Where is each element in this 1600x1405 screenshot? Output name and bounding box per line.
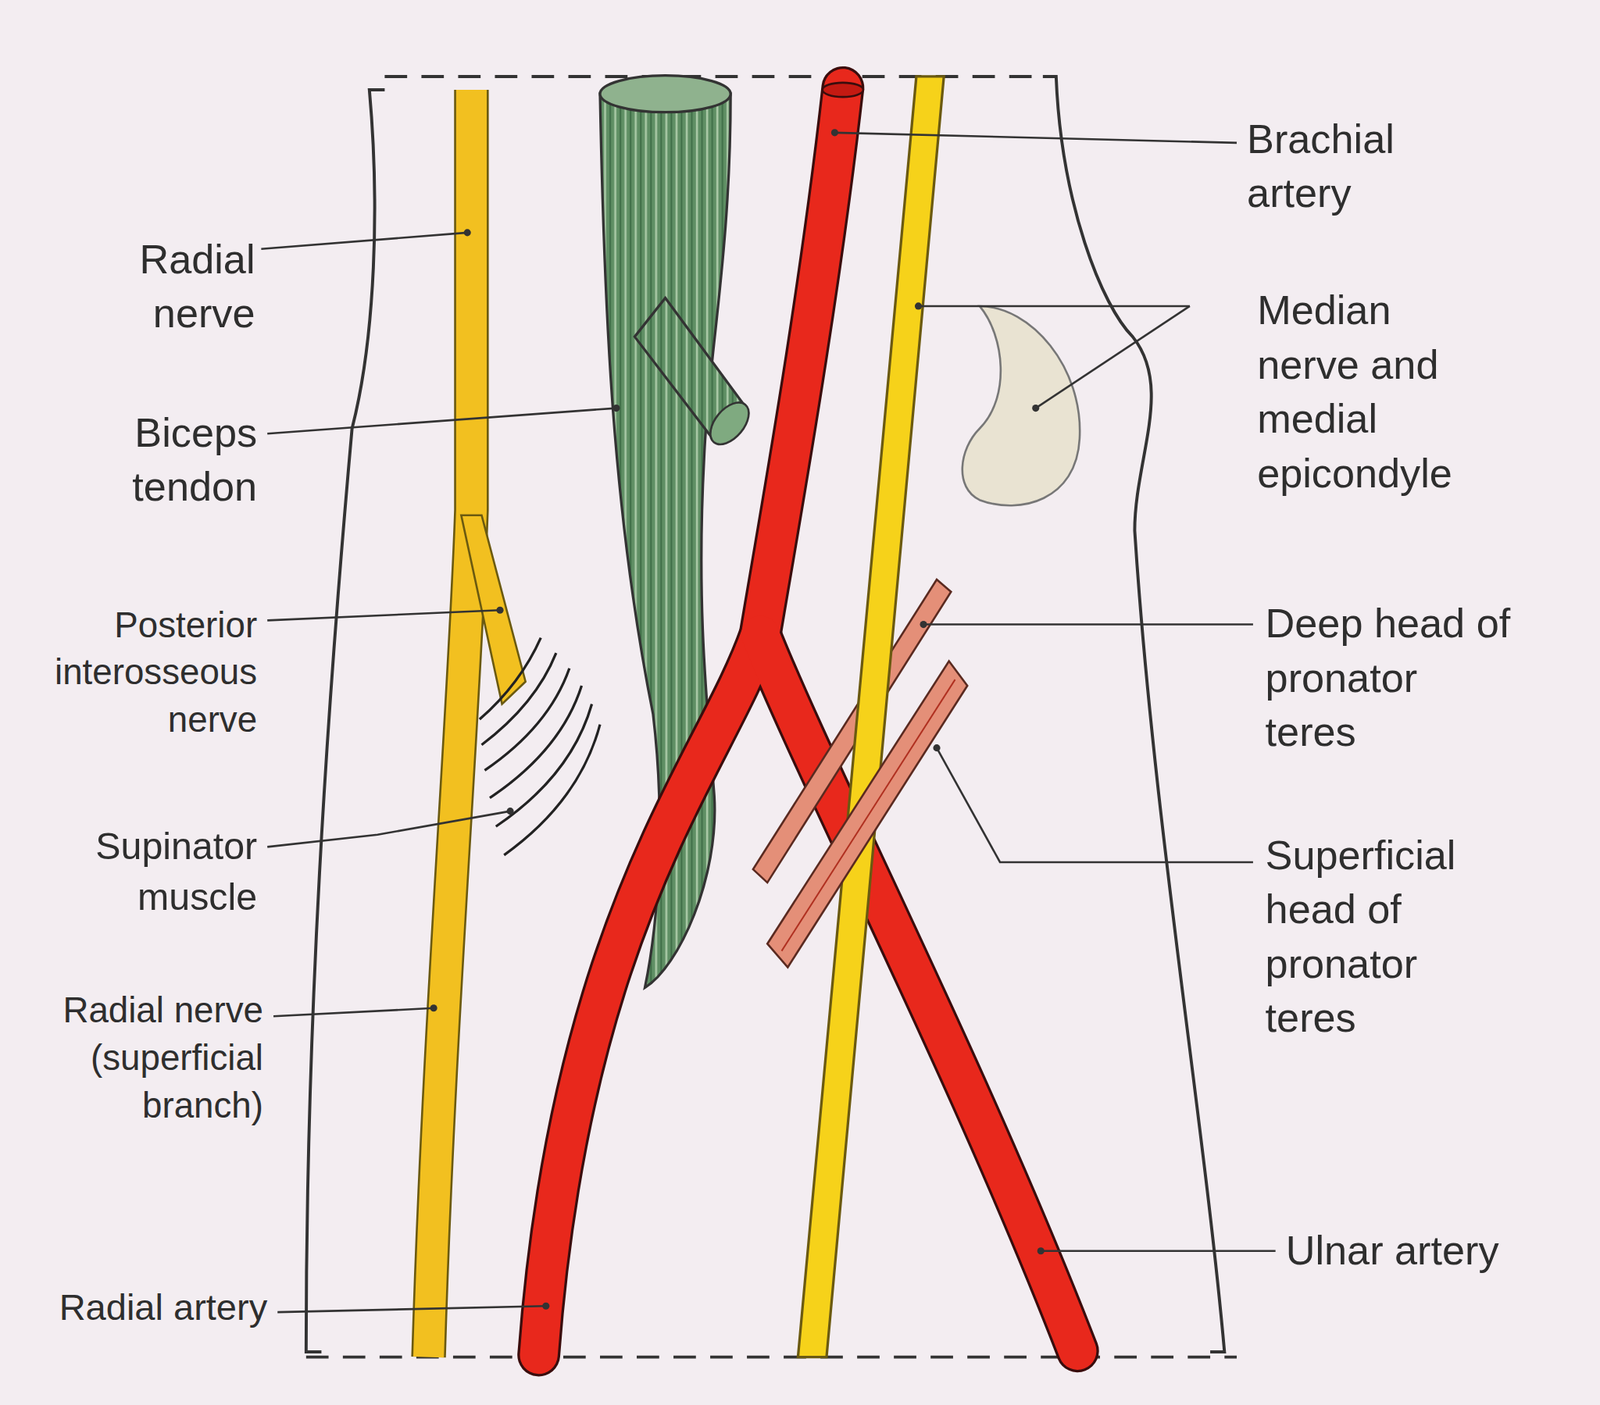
part-label: Ulnar artery [1285, 1224, 1562, 1279]
medial-epicondyle [962, 306, 1080, 506]
part-label: Median nerve and medial epicondyle [1257, 283, 1497, 501]
limb-outline [1042, 76, 1225, 1353]
dashed-border [306, 76, 1237, 1358]
part-label: Radial artery [32, 1283, 268, 1333]
artery [539, 87, 1079, 1356]
part-label: Posterior interosseous nerve [22, 602, 258, 745]
radial-nerve [428, 89, 472, 1358]
part-label: Radial nerve (superficial branch) [28, 987, 264, 1130]
part-label: Radial nerve [102, 232, 256, 342]
brachial-artery-end [822, 82, 864, 97]
part-label: Superficial head of pronator teres [1265, 828, 1516, 1047]
limb-outline [306, 89, 386, 1353]
part-label: Supinator muscle [53, 821, 258, 922]
leader-line [260, 132, 1275, 1313]
biceps-tendon-end [600, 75, 731, 113]
part-label: Biceps tendon [103, 406, 258, 515]
superficial-head-pronator-teres [767, 661, 968, 968]
supinator-muscle [479, 638, 600, 856]
part-label: Deep head of pronator teres [1265, 596, 1516, 760]
bicipital-aponeurosis [703, 395, 757, 452]
part-label: Brachial artery [1246, 112, 1451, 222]
radial-nerve [428, 89, 472, 1358]
